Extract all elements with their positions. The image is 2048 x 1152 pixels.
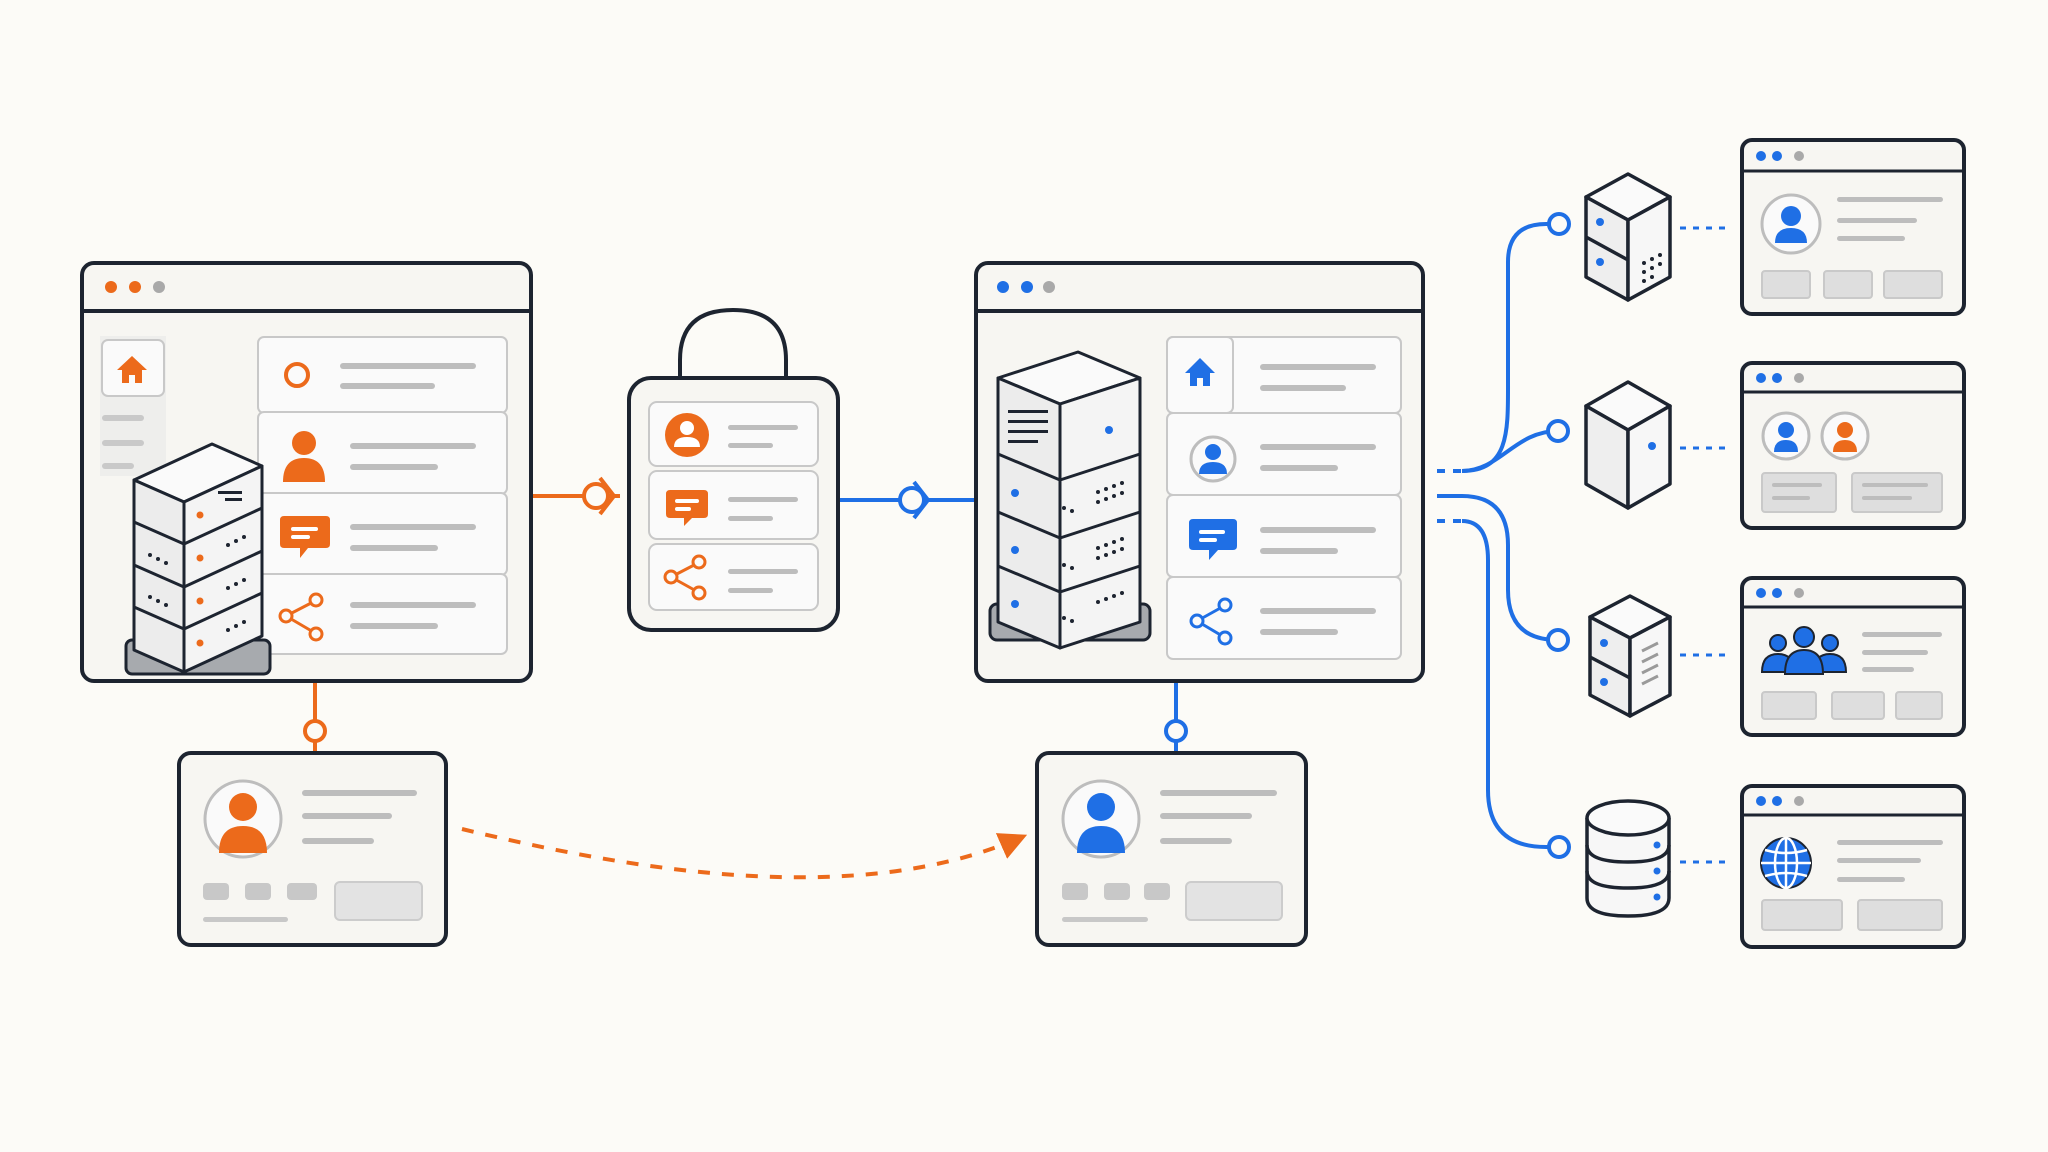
window-button[interactable] (1761, 691, 1817, 720)
user-icon (1077, 826, 1125, 853)
list-item[interactable] (257, 492, 508, 576)
branch-node-2 (1461, 429, 1559, 473)
connector-port (1546, 419, 1570, 443)
server-rack-icon (124, 442, 272, 676)
chevron-right-icon (912, 480, 931, 520)
chat-icon (1189, 519, 1237, 560)
chat-icon (280, 516, 330, 558)
server-cube-icon (1588, 594, 1672, 718)
window-button[interactable] (1761, 899, 1843, 931)
user-icon (1189, 435, 1237, 483)
connector-port (1546, 628, 1570, 652)
list-item[interactable] (1166, 412, 1402, 496)
group-icon (1760, 626, 1848, 675)
window-button[interactable] (1895, 691, 1943, 720)
list-item[interactable] (1166, 494, 1402, 578)
database-icon (1585, 799, 1671, 918)
list-item[interactable] (257, 411, 508, 495)
list-item[interactable] (1166, 576, 1402, 660)
user-icon (665, 413, 709, 457)
user-icon (283, 431, 325, 482)
window-dot (997, 281, 1009, 293)
connector-port (1164, 719, 1188, 743)
user-icon (1775, 228, 1807, 243)
window-button[interactable] (1883, 270, 1943, 299)
branch-node-3 (1461, 494, 1559, 642)
share-icon (1189, 597, 1233, 646)
sidebar-line (102, 440, 144, 446)
window-button[interactable] (1823, 270, 1873, 299)
tag-chip (1104, 883, 1130, 900)
window-dot (1021, 281, 1033, 293)
tag-chip (203, 883, 229, 900)
lock-icon (678, 307, 788, 382)
tag-chip (1144, 883, 1170, 900)
action-button[interactable] (334, 881, 423, 921)
source-app-window (80, 261, 533, 683)
list-item[interactable] (257, 336, 508, 414)
window-button[interactable] (1857, 899, 1943, 931)
connector-port (582, 482, 610, 510)
target-app-window (974, 261, 1425, 683)
node-window-4 (1740, 784, 1966, 949)
window-button[interactable] (1761, 472, 1837, 513)
home-icon (1185, 358, 1215, 386)
window-button[interactable] (1851, 472, 1943, 513)
node-window-2 (1740, 361, 1966, 530)
window-dot (153, 281, 165, 293)
two-users-icon (1761, 411, 1870, 461)
target-profile-card[interactable] (1035, 751, 1308, 947)
gateway-item[interactable] (648, 470, 819, 540)
globe-icon (1760, 836, 1812, 890)
connector-port (898, 486, 926, 514)
tag-chip (287, 883, 317, 900)
gateway-lock (627, 307, 840, 632)
circle-icon (284, 362, 310, 388)
user-icon (219, 826, 267, 853)
connector-port (303, 719, 327, 743)
sidebar-line (102, 463, 134, 469)
tag-chip (1062, 883, 1088, 900)
window-button[interactable] (1831, 691, 1885, 720)
node-window-3 (1740, 576, 1966, 737)
window-button[interactable] (1761, 270, 1811, 299)
avatar (1061, 779, 1141, 859)
server-cube-icon (1584, 380, 1672, 510)
sidebar-line (102, 415, 144, 421)
source-profile-card[interactable] (177, 751, 448, 947)
connectors (303, 212, 1732, 880)
tag-chip (245, 883, 271, 900)
share-icon (278, 592, 324, 642)
chat-icon (666, 490, 708, 526)
connector-port (1547, 835, 1571, 859)
action-button[interactable] (1185, 881, 1283, 921)
avatar (203, 779, 283, 859)
list-item[interactable] (257, 573, 508, 655)
gateway-item[interactable] (648, 401, 819, 467)
window-dot (129, 281, 141, 293)
window-dot (1043, 281, 1055, 293)
server-cube-icon (1584, 172, 1672, 302)
connector-port (1547, 212, 1571, 236)
home-icon (117, 356, 147, 383)
node-window-1 (1740, 138, 1966, 316)
avatar (1760, 193, 1822, 255)
window-dot (105, 281, 117, 293)
list-item[interactable] (1166, 336, 1402, 414)
share-icon (663, 554, 707, 601)
server-rack-icon (988, 350, 1152, 650)
branch-node-4 (1461, 519, 1559, 849)
chevron-right-icon (598, 476, 617, 516)
gateway-item[interactable] (648, 543, 819, 611)
profile-transfer-arrow-icon (461, 827, 1028, 880)
